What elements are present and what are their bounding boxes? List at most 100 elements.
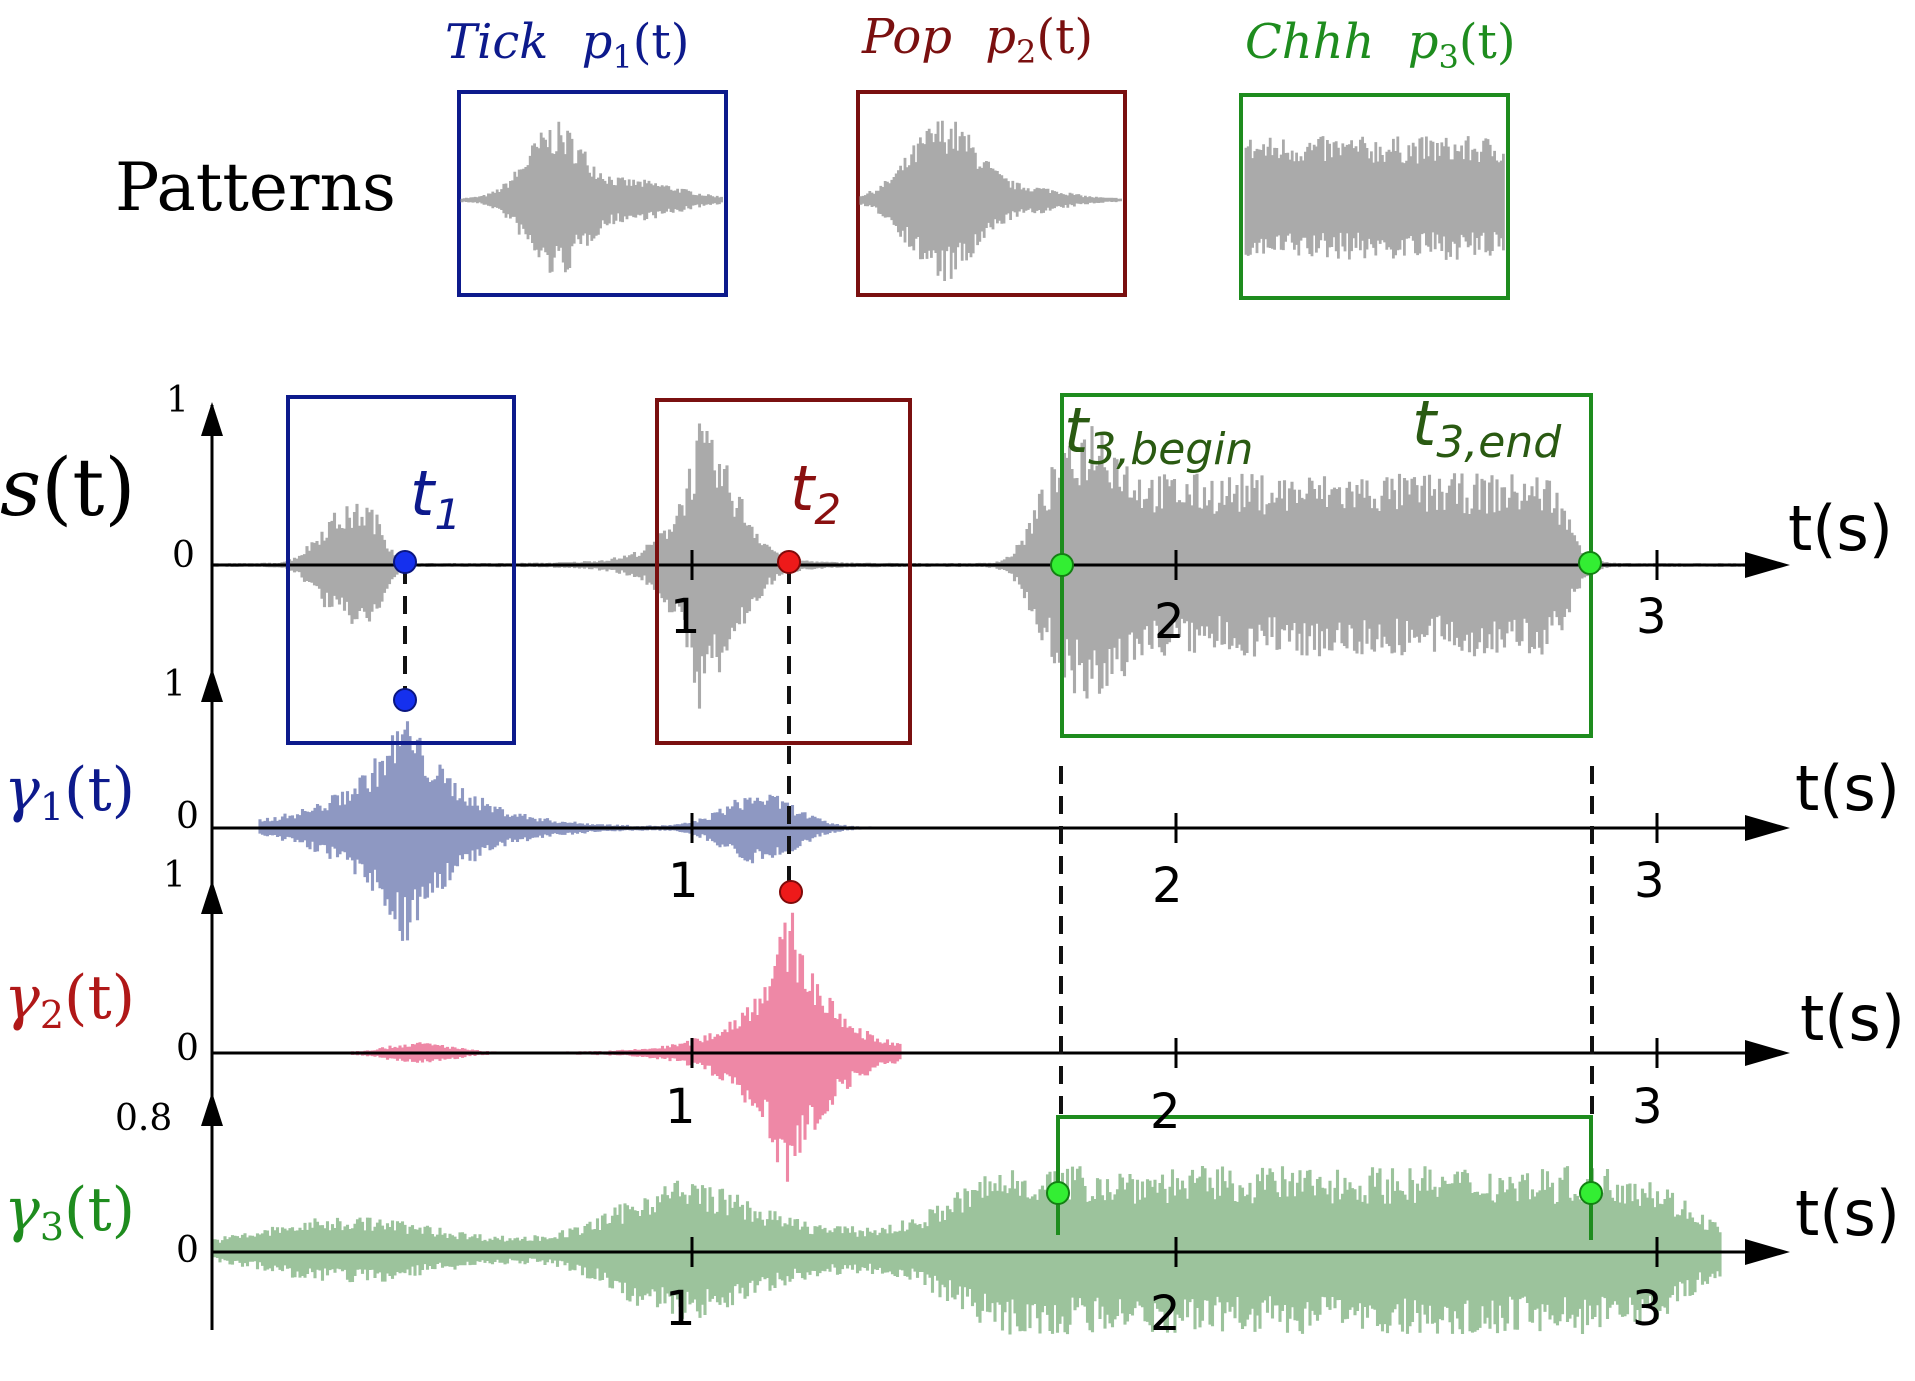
- label-t2: t2: [790, 452, 841, 534]
- x-unit-s: t(s): [1788, 492, 1893, 565]
- pattern-title-chhh-math: p: [1408, 14, 1439, 70]
- signal-box-tick: [286, 395, 516, 745]
- x-tick-g2-2: 2: [1150, 1084, 1181, 1140]
- svg-text:Pop p2(t): Pop p2(t): [861, 9, 1093, 71]
- pattern-title-pop-sub: 2: [1016, 33, 1036, 71]
- pattern-title-pop-arg: (t): [1036, 9, 1093, 65]
- x-tick-g3-1: 1: [665, 1281, 696, 1337]
- x-tick-g1-3: 3: [1634, 853, 1665, 909]
- gamma1-waveform: [258, 721, 902, 941]
- x-tick-s-3: 3: [1636, 589, 1667, 645]
- x-tick-g1-1: 1: [668, 853, 699, 909]
- gamma2-waveform: [298, 912, 902, 1182]
- pattern-title-tick-sub: 1: [612, 38, 632, 76]
- label-t1-sub: 1: [434, 490, 461, 539]
- gamma3-bracket: [1056, 1115, 1593, 1240]
- svg-text:Chhh p3(t): Chhh p3(t): [1245, 14, 1516, 76]
- pattern-chhh-trace: [1244, 136, 1505, 260]
- y-zero-gamma1: 0: [176, 796, 199, 837]
- x-tick-g2-3: 3: [1632, 1079, 1663, 1135]
- y-top-s: 1: [166, 380, 189, 421]
- pattern-waveform-tick: [460, 121, 723, 273]
- pattern-title-tick-math: p: [582, 14, 613, 70]
- pattern-title-pop-math: p: [985, 9, 1016, 65]
- row-label-gamma3-sym: γ: [4, 1175, 40, 1245]
- pattern-title-chhh-arg: (t): [1459, 14, 1516, 70]
- connector-lines: [403, 566, 1594, 1116]
- row-label-gamma1-arg: (t): [64, 755, 135, 825]
- svg-text:Tick p1(t): Tick p1(t): [445, 14, 689, 76]
- pattern-waveform-pop: [859, 120, 1122, 281]
- dot-t3-begin-signal: [1050, 553, 1074, 577]
- dot-t2-gamma2: [779, 880, 803, 904]
- gamma1-trace: [258, 721, 902, 941]
- row-label-gamma1: γ1(t): [4, 755, 135, 829]
- label-t3-begin-sub: 3,begin: [1088, 424, 1253, 475]
- label-t3-end-main: t: [1412, 387, 1439, 460]
- x-unit-gamma1: t(s): [1795, 752, 1900, 825]
- row-label-s: s(t): [0, 441, 136, 534]
- label-t3-begin: t3,begin: [1064, 394, 1253, 475]
- row-label-gamma2-sym: γ: [4, 963, 40, 1033]
- patterns-heading: Patterns: [115, 149, 396, 226]
- dot-t3-begin-gamma3: [1046, 1181, 1070, 1205]
- pattern-pop-trace: [859, 120, 1122, 281]
- pattern-title-chhh: Chhh p3(t): [1245, 14, 1516, 76]
- gamma2-trace: [298, 912, 902, 1182]
- y-zero-gamma3: 0: [176, 1230, 199, 1271]
- label-t3-end: t3,end: [1412, 387, 1562, 468]
- pattern-title-pop: Pop p2(t): [861, 9, 1093, 71]
- x-unit-labels: t(s) t(s) t(s) t(s): [1788, 492, 1905, 1250]
- marker-dots: [393, 550, 1603, 1205]
- row-label-gamma2-sub: 2: [40, 993, 64, 1037]
- x-tick-g3-3: 3: [1632, 1281, 1663, 1337]
- label-t3-end-sub: 3,end: [1436, 417, 1562, 468]
- x-axis-gamma2-arrow: [1745, 1040, 1790, 1066]
- dot-t2-signal: [777, 550, 801, 574]
- x-unit-gamma2: t(s): [1800, 982, 1905, 1055]
- gamma3-waveform: [213, 1166, 1722, 1335]
- y-top-gamma1: 1: [163, 664, 186, 705]
- pattern-title-tick-label: Tick: [445, 14, 548, 70]
- pattern-title-chhh-sub: 3: [1438, 38, 1458, 76]
- y-top-gamma3: 0.8: [115, 1098, 172, 1139]
- x-unit-gamma3: t(s): [1795, 1177, 1900, 1250]
- pattern-title-pop-label: Pop: [861, 9, 952, 65]
- y-arrow-s: [201, 402, 223, 436]
- dot-t1-gamma1: [393, 688, 417, 712]
- x-tick-s-1: 1: [670, 589, 701, 645]
- pattern-tick-trace: [460, 121, 723, 273]
- row-label-s-sym: s: [0, 441, 41, 534]
- x-tick-s-2: 2: [1154, 594, 1185, 650]
- y-arrow-gamma2: [201, 880, 223, 914]
- x-tick-g1-2: 2: [1152, 858, 1183, 914]
- pattern-title-tick-arg: (t): [633, 14, 690, 70]
- row-label-gamma3-sub: 3: [40, 1205, 64, 1249]
- x-tick-g2-1: 1: [665, 1079, 696, 1135]
- signal-box-pop: [655, 398, 912, 745]
- label-t1-main: t: [410, 457, 437, 530]
- y-zero-s: 0: [172, 535, 195, 576]
- x-axis-s-arrow: [1745, 552, 1790, 578]
- y-zero-gamma2: 0: [176, 1028, 199, 1069]
- pattern-title-chhh-label: Chhh: [1245, 14, 1374, 70]
- gamma3-trace: [213, 1166, 1722, 1335]
- x-tick-labels: 1 2 3 1 2 3 1 2 3 1 2 3: [665, 589, 1667, 1342]
- label-t2-main: t: [790, 452, 817, 525]
- label-t1: t1: [410, 457, 461, 539]
- row-label-gamma2: γ2(t): [4, 963, 135, 1037]
- y-tick-labels: 1 0 1 0 1 0 0.8 0: [115, 380, 199, 1271]
- pattern-title-tick: Tick p1(t): [445, 14, 689, 76]
- y-top-gamma2: 1: [163, 855, 186, 896]
- dot-t3-end-signal: [1578, 551, 1602, 575]
- axes: [201, 402, 1790, 1330]
- y-arrow-gamma3: [201, 1092, 223, 1126]
- dot-t3-end-gamma3: [1579, 1181, 1603, 1205]
- row-label-gamma3: γ3(t): [4, 1175, 135, 1249]
- label-t3-begin-main: t: [1064, 394, 1091, 467]
- y-arrow-gamma1: [201, 668, 223, 702]
- x-axis-gamma1-arrow: [1745, 815, 1790, 841]
- x-axis-gamma3-arrow: [1745, 1239, 1790, 1265]
